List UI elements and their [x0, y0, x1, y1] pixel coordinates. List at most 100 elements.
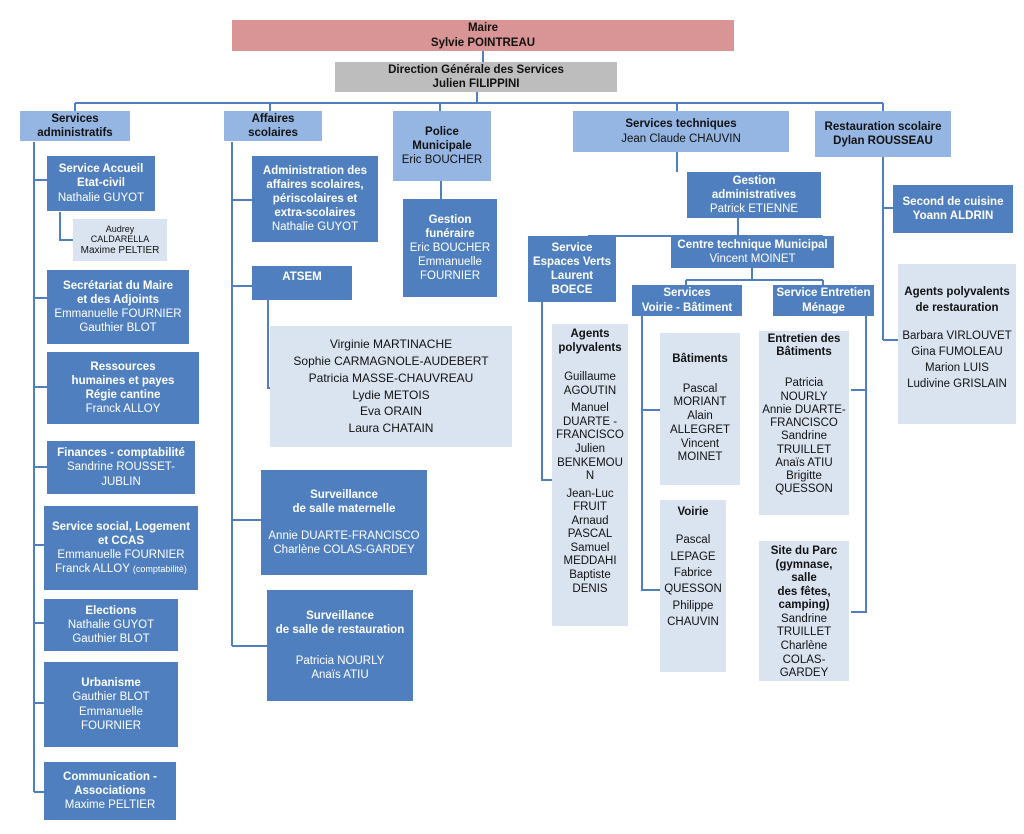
cleaning-service-box: Service Entretien Ménage: [773, 285, 874, 316]
catering-agents-title-2: de restauration: [915, 302, 999, 315]
social-title-2: et CCAS: [97, 534, 144, 547]
atsem-name: Laura CHATAIN: [348, 421, 434, 436]
mayor-box: Maire Sylvie POINTREAU: [232, 20, 734, 51]
police-title-2: Municipale: [412, 139, 472, 152]
school-catering-name: Dylan ROUSSEAU: [833, 135, 933, 147]
urbanisme-name-2: Emmanuelle: [79, 705, 143, 718]
park-agent-line: TRUILLET: [776, 626, 832, 639]
admin-management-name: Patrick ETIENNE: [709, 203, 799, 216]
school-affairs-title-2: scolaires: [248, 127, 298, 139]
accueil-sub-name-3: Maxime PELTIER: [80, 244, 160, 256]
green-agent-line: Julien: [574, 442, 606, 455]
atsem-name: Patricia MASSE-CHAUVREAU: [308, 370, 474, 385]
secretariat-title-1: Secrétariat du Maire: [63, 279, 173, 292]
atsem-name: Eva ORAIN: [359, 404, 422, 419]
accueil-title-1: Service Accueil: [58, 163, 144, 176]
school-admin-box: Administration des affaires scolaires, p…: [252, 156, 378, 242]
green-agent-line: AGOUTIN: [563, 384, 617, 397]
park-site-title-4: camping): [778, 599, 830, 612]
school-affairs-title-1: Affaires: [251, 112, 295, 125]
rh-title-1: Ressources: [90, 360, 156, 373]
green-agent-line: DUARTE -: [562, 415, 618, 428]
park-agent-line: Sandrine: [780, 612, 828, 625]
canteen-supervision-box: Surveillance de salle de restauration Pa…: [267, 590, 413, 701]
catering-agents-title-1: Agents polyvalents: [904, 286, 1010, 298]
roads-buildings-box: Services Voirie - Bâtiment: [632, 285, 742, 316]
funeral-title-1: Gestion: [428, 213, 472, 226]
roads-box: Voirie Pascal LEPAGE Fabrice QUESSON Phi…: [660, 500, 726, 672]
communication-name: Maxime PELTIER: [64, 799, 156, 811]
accueil-sub-name-1: Audrey: [105, 223, 135, 234]
technical-services-name: Jean Claude CHAUVIN: [621, 132, 741, 145]
maintenance-agent-line: Anaïs ATIU: [775, 456, 833, 469]
admin-management-box: Gestion administratives Patrick ETIENNE: [687, 172, 821, 218]
park-site-box: Site du Parc (gymnase, salle des fêtes, …: [759, 541, 849, 681]
green-agent-line: DENIS: [572, 582, 608, 595]
canteen-supervision-name-2: Anaïs ATIU: [311, 668, 369, 681]
roads-agent-line: CHAUVIN: [667, 615, 719, 628]
canteen-supervision-name-1: Patricia NOURLY: [295, 654, 385, 667]
green-agents-title-1: Agents: [570, 328, 610, 340]
green-spaces-name-2: BOECE: [551, 284, 593, 297]
technical-services-box: Services techniques Jean Claude CHAUVIN: [573, 111, 789, 152]
funeral-name-3: FOURNIER: [419, 270, 481, 283]
ctm-name: Vincent MOINET: [709, 253, 796, 265]
maintenance-agent-line: FRANCISCO: [770, 417, 838, 430]
park-agent-line: COLAS-: [782, 653, 826, 666]
atsem-name: Virginie MARTINACHE: [329, 337, 453, 352]
green-spaces-title-1: Service: [551, 241, 593, 254]
green-agent-line: Manuel: [571, 402, 609, 415]
green-agent-line: PASCAL: [567, 528, 613, 541]
urbanisme-box: Urbanisme Gauthier BLOT Emmanuelle FOURN…: [44, 662, 178, 747]
school-affairs-header: Affaires scolaires: [224, 111, 322, 141]
green-agent-line: Jean-Luc: [566, 487, 614, 500]
buildings-agent-line: MORIANT: [673, 396, 727, 409]
rh-name: Franck ALLOY: [85, 403, 161, 416]
roads-title: Voirie: [677, 506, 709, 518]
green-agent-line: Arnaud: [571, 514, 609, 527]
dgs-name: Julien FILIPPINI: [432, 78, 520, 90]
communication-box: Communication - Associations Maxime PELT…: [44, 762, 176, 820]
green-agent-line: Guillaume: [564, 371, 616, 384]
roads-buildings-title-1: Services: [663, 287, 711, 300]
buildings-box: Bâtiments Pascal MORIANT Alain ALLEGRET …: [660, 333, 740, 485]
finances-name-1: Sandrine ROUSSET-: [66, 461, 175, 474]
elections-box: Elections Nathalie GUYOT Gauthier BLOT: [44, 599, 178, 651]
catering-agent-name: Marion LUIS: [925, 362, 989, 375]
funeral-name-1: Eric BOUCHER: [409, 241, 491, 254]
maternelle-title-1: Surveillance: [310, 489, 378, 502]
admin-management-title-2: administratives: [711, 189, 797, 201]
admin-services-header: Services administratifs: [20, 111, 130, 141]
finances-title: Finances - comptabilité: [57, 447, 185, 460]
buildings-agent-line: ALLEGRET: [669, 423, 731, 436]
maintenance-agent-line: Sandrine: [780, 430, 828, 443]
buildings-agent-line: Pascal: [682, 382, 718, 395]
accueil-title-2: Etat-civil: [77, 177, 125, 190]
accueil-sub-box: Audrey CALDARELLA Maxime PELTIER: [73, 219, 167, 261]
dgs-title: Direction Générale des Services: [388, 63, 564, 76]
finances-name-2: JUBLIN: [101, 475, 141, 488]
accueil-sub-name-2: CALDARELLA: [90, 234, 150, 245]
park-site-title-2: (gymnase, salle: [775, 558, 833, 585]
maintenance-agent-line: Brigitte: [786, 469, 822, 482]
admin-management-title-1: Gestion: [732, 174, 776, 187]
roads-agent-line: Fabrice: [673, 566, 713, 579]
school-admin-name: Nathalie GUYOT: [271, 221, 359, 234]
secretariat-name-1: Emmanuelle FOURNIER: [54, 308, 182, 320]
roads-agent-line: Pascal: [675, 534, 711, 547]
green-spaces-box: Service Espaces Verts Laurent BOECE: [528, 236, 616, 302]
urbanisme-name-3: FOURNIER: [80, 719, 142, 732]
rh-title-3: Régie cantine: [85, 389, 161, 401]
catering-agent-name: Ludivine GRISLAIN: [907, 378, 1007, 391]
social-box: Service social, Logement et CCAS Emmanue…: [44, 506, 198, 590]
mayor-title: Maire: [467, 22, 499, 35]
social-name-1: Emmanuelle FOURNIER: [57, 549, 185, 561]
atsem-box: ATSEM: [252, 266, 352, 300]
social-name-2-line: Franck ALLOY (comptabilité): [55, 562, 187, 576]
maintenance-agent-line: Annie DUARTE-: [762, 403, 846, 416]
canteen-supervision-title-2: de salle de restauration: [275, 624, 405, 637]
maternelle-box: Surveillance de salle maternelle Annie D…: [261, 470, 427, 575]
green-spaces-title-2: Espaces Verts: [532, 255, 611, 268]
buildings-maintenance-title-2: Bâtiments: [776, 346, 832, 359]
catering-agent-name: Gina FUMOLEAU: [911, 346, 1003, 359]
